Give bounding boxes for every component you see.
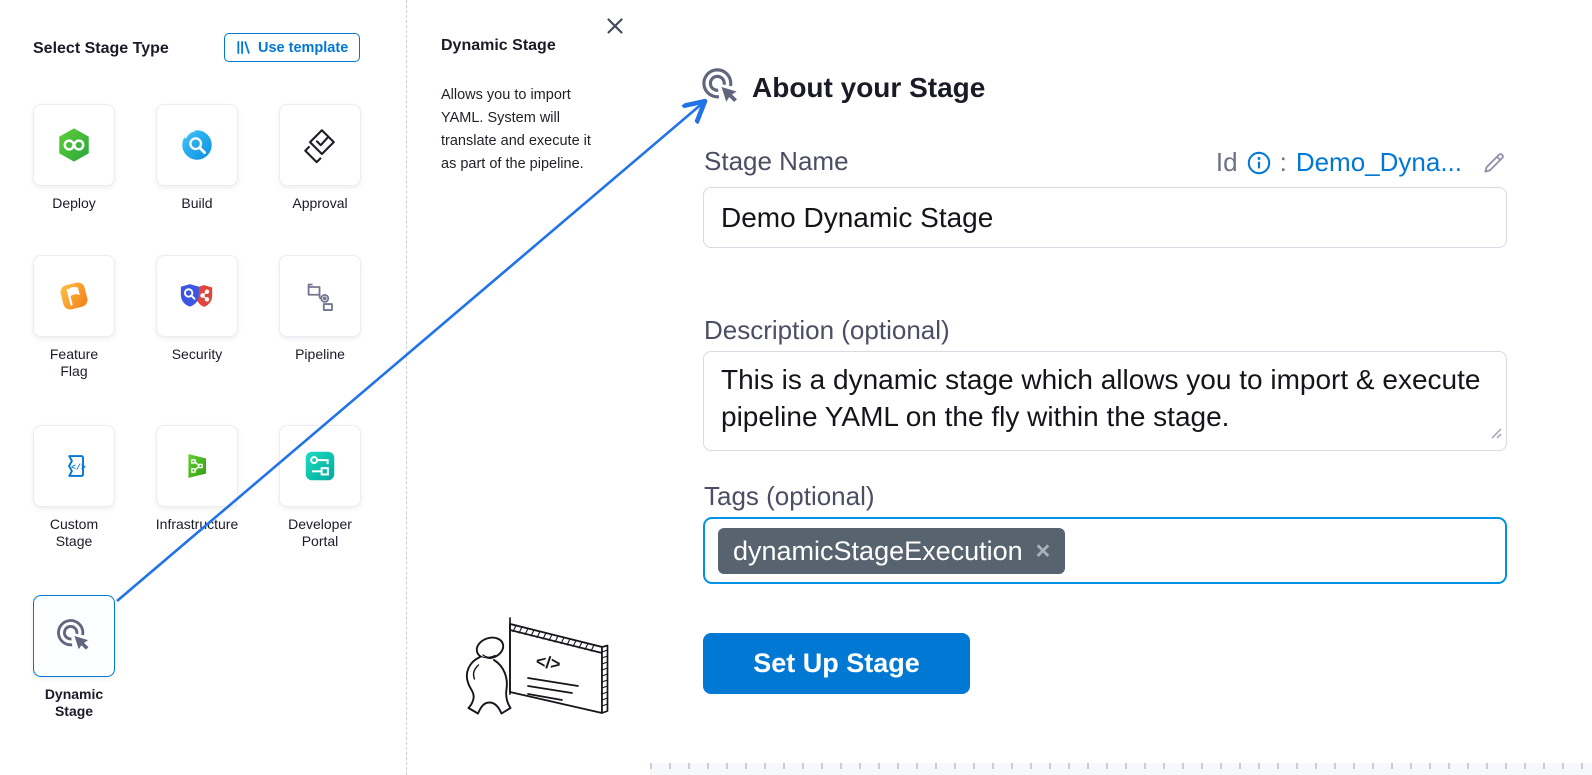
stage-cell: Pipeline [279, 255, 361, 380]
custom-stage-icon: </> [55, 447, 93, 485]
stage-cell: </> Custom Stage [33, 425, 115, 550]
stage-card-label: Pipeline [295, 346, 345, 362]
svg-text:</>: </> [71, 463, 86, 472]
stage-card-label: Feature Flag [49, 346, 99, 379]
stage-card-pipeline[interactable] [279, 255, 361, 337]
stage-card-label: Build [181, 195, 213, 211]
svg-text:</>: </> [535, 652, 562, 674]
stage-card-label: Dynamic Stage [44, 686, 104, 719]
stage-cell: Approval [279, 104, 361, 212]
set-up-stage-button[interactable]: Set Up Stage [703, 633, 970, 694]
stage-card-label: Developer Portal [288, 516, 352, 549]
description-field-wrap: This is a dynamic stage which allows you… [703, 351, 1507, 451]
template-library-icon [236, 40, 251, 55]
panel-separator [406, 0, 407, 775]
id-colon: : [1279, 147, 1287, 177]
dynamic-stage-icon [700, 66, 742, 113]
pipeline-icon [301, 277, 339, 315]
stage-card-label: Security [171, 346, 223, 362]
stage-id-row: Id : Demo_Dyna... [1216, 147, 1507, 178]
stage-card-label: Infrastructure [155, 516, 239, 532]
edit-pencil-icon[interactable] [1481, 150, 1507, 176]
dynamic-stage-icon [55, 617, 93, 655]
stage-name-label: Stage Name [704, 146, 849, 176]
stage-grid-row: </> Custom Stage Infrastructure Developer P… [33, 425, 361, 550]
stage-card-build[interactable] [156, 104, 238, 186]
description-textarea[interactable]: This is a dynamic stage which allows you… [703, 351, 1507, 451]
stage-cell: Feature Flag [33, 255, 115, 380]
feature-flag-icon [55, 277, 93, 315]
stage-name-input[interactable] [703, 187, 1507, 248]
stage-card-deploy[interactable] [33, 104, 115, 186]
stage-card-custom-stage[interactable]: </> [33, 425, 115, 507]
stage-cell: Build [156, 104, 238, 212]
stage-cell: Deploy [33, 104, 115, 212]
stage-card-feature-flag[interactable] [33, 255, 115, 337]
infrastructure-icon [178, 447, 216, 485]
build-icon [178, 126, 216, 164]
stage-grid-row: Dynamic Stage [33, 595, 115, 720]
stage-card-developer-portal[interactable] [279, 425, 361, 507]
stage-card-approval[interactable] [279, 104, 361, 186]
tags-input[interactable]: dynamicStageExecution × [703, 517, 1507, 584]
stage-card-label: Custom Stage [49, 516, 99, 549]
tag-chip-label: dynamicStageExecution [733, 535, 1023, 566]
stage-cell: Infrastructure [156, 425, 238, 550]
use-template-button[interactable]: Use template [224, 33, 361, 62]
stage-id-value[interactable]: Demo_Dyna... [1295, 147, 1462, 177]
stage-card-label: Deploy [52, 195, 96, 211]
close-icon[interactable] [602, 13, 628, 39]
approval-icon [301, 126, 339, 164]
use-template-label: Use template [258, 39, 349, 56]
security-icon [178, 277, 216, 315]
select-stage-type-title: Select Stage Type [33, 40, 169, 57]
tags-label: Tags (optional) [704, 481, 875, 511]
developer-portal-icon [301, 447, 339, 485]
tag-chip: dynamicStageExecution × [718, 527, 1066, 574]
info-panel-description: Allows you to import YAML. System will t… [441, 87, 591, 172]
stage-cell: Developer Portal [279, 425, 361, 550]
info-panel-title: Dynamic Stage [441, 37, 556, 54]
presenter-whiteboard-illustration: </> [450, 610, 625, 750]
stage-cell: Security [156, 255, 238, 380]
info-icon[interactable] [1247, 151, 1271, 175]
stage-card-label: Approval [292, 195, 348, 211]
stage-card-infrastructure[interactable] [156, 425, 238, 507]
stage-grid-row: Deploy Build Approval [33, 104, 361, 212]
stage-card-security[interactable] [156, 255, 238, 337]
remove-tag-icon[interactable]: × [1035, 536, 1051, 565]
description-label: Description (optional) [704, 315, 950, 345]
about-your-stage-title: About your Stage [752, 72, 986, 103]
id-label: Id [1215, 147, 1238, 177]
deploy-icon [55, 126, 93, 164]
stage-card-dynamic-stage[interactable] [33, 595, 115, 677]
stage-grid-row: Feature Flag Security Pipeline [33, 255, 361, 380]
pipeline-canvas-edge [650, 763, 1592, 775]
stage-cell: Dynamic Stage [33, 595, 115, 720]
